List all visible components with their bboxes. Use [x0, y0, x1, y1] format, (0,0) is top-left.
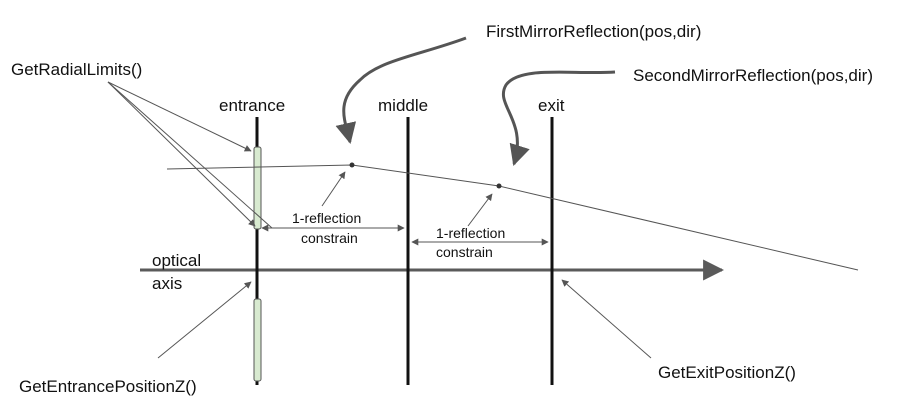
constraint-1-line2: constrain	[301, 230, 358, 246]
radial-limits-pointer-outer	[107, 81, 273, 229]
entrance-label: entrance	[219, 96, 285, 115]
middle-label: middle	[378, 96, 428, 115]
radial-limits-pointer-top	[107, 81, 252, 152]
exit-position-pointer	[561, 279, 652, 359]
radial-limits-method-label: GetRadialLimits()	[11, 60, 142, 79]
first-reflection-callout	[335, 36, 467, 145]
first-reflection-method-label: FirstMirrorReflection(pos,dir)	[486, 22, 701, 41]
constraint-2-line2: constrain	[436, 244, 493, 260]
constraint-2-line1: 1-reflection	[436, 225, 505, 241]
second-reflection-pointer	[467, 193, 493, 227]
entrance-position-method-label: GetEntrancePositionZ()	[19, 377, 197, 396]
constraint-1-line1: 1-reflection	[292, 210, 361, 226]
optical-axis-label-line1: optical	[152, 251, 201, 270]
radial-limits-pointer-bottom	[107, 81, 256, 227]
optical-axis-label-line2: axis	[152, 274, 182, 293]
second-reflection-point	[496, 183, 502, 189]
exit-position-method-label: GetExitPositionZ()	[658, 363, 796, 382]
second-reflection-callout	[501, 70, 616, 167]
lower-mirror-segment	[253, 298, 262, 382]
entrance-position-pointer	[157, 281, 252, 359]
first-reflection-pointer	[321, 171, 346, 207]
first-reflection-point	[349, 162, 355, 168]
second-reflection-method-label: SecondMirrorReflection(pos,dir)	[633, 66, 873, 85]
ray-path	[166, 164, 859, 271]
exit-label: exit	[538, 96, 565, 115]
